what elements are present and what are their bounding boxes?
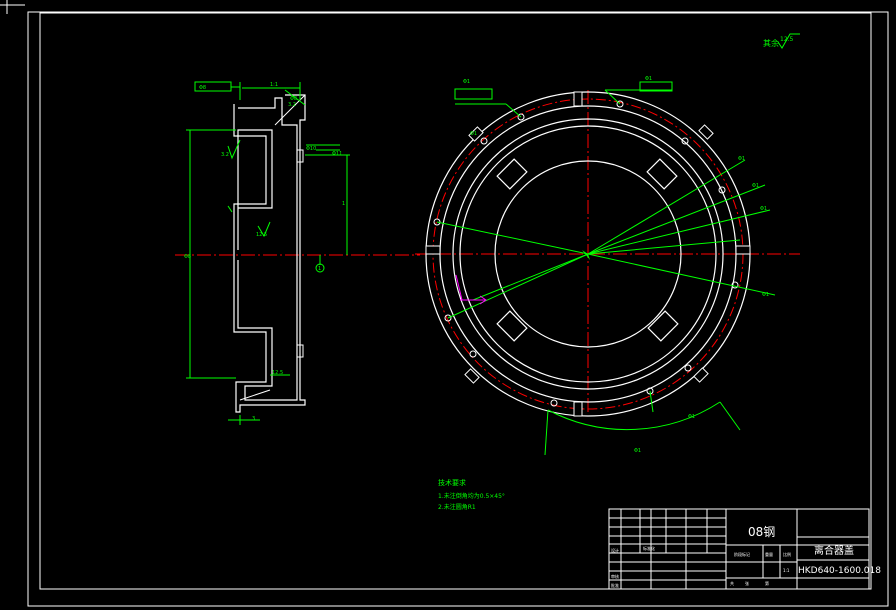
- svg-text:设计: 设计: [611, 547, 619, 553]
- svg-text:审核: 审核: [611, 573, 619, 579]
- svg-text:Φ8: Φ8: [290, 96, 297, 102]
- svg-text:批准: 批准: [611, 582, 619, 588]
- svg-text:Φ1: Φ1: [762, 292, 769, 298]
- svg-text:12.5: 12.5: [256, 232, 267, 238]
- svg-text:3: 3: [252, 416, 255, 422]
- svg-text:12.5: 12.5: [272, 370, 283, 376]
- svg-text:第: 第: [765, 580, 769, 586]
- svg-text:其余: 其余: [763, 38, 779, 48]
- svg-text:Φ10: Φ10: [306, 146, 316, 152]
- svg-text:Φ1: Φ1: [760, 206, 767, 212]
- svg-text:比例: 比例: [783, 551, 791, 557]
- svg-text:1.未注倒角均为0.5×45°: 1.未注倒角均为0.5×45°: [438, 492, 505, 500]
- svg-text:2.未注圆角R1: 2.未注圆角R1: [438, 503, 476, 511]
- svg-text:张: 张: [745, 580, 749, 586]
- plan-view: Φ1 Φ1 Φ1 Φ1 Φ1 Φ1 Φ1 Φ1 Φ1: [415, 76, 800, 456]
- svg-text:1: 1: [318, 266, 321, 272]
- svg-text:Φ1: Φ1: [463, 79, 470, 85]
- drawing-number: HKD640-1600.018: [798, 566, 881, 576]
- part-name: 离合器盖: [814, 544, 854, 557]
- roughness-note: 其余 12.5: [763, 33, 800, 49]
- crosshair-cursor: [0, 0, 25, 14]
- svg-text:技术要求: 技术要求: [438, 478, 466, 487]
- svg-text:标准化: 标准化: [643, 545, 655, 551]
- tech-requirements: 技术要求 1.未注倒角均为0.5×45° 2.未注圆角R1: [438, 478, 505, 511]
- svg-text:Φ1: Φ1: [634, 448, 641, 454]
- svg-text:1:1: 1:1: [270, 82, 278, 88]
- section-view: Φ8 1:1 3.2 3.2 12.5 Φ8 12.5 3 1 1 Φ10 Φ1…: [175, 81, 420, 425]
- svg-text:Φ1: Φ1: [688, 414, 695, 420]
- title-block: [608, 508, 870, 590]
- svg-text:共: 共: [730, 580, 734, 586]
- svg-text:Φ11: Φ11: [332, 151, 342, 157]
- svg-text:3.2: 3.2: [288, 102, 296, 108]
- svg-text:1: 1: [342, 201, 345, 207]
- svg-text:Φ8: Φ8: [184, 254, 191, 260]
- svg-text:Φ8: Φ8: [199, 85, 206, 91]
- svg-text:Φ1: Φ1: [752, 183, 759, 189]
- svg-text:Φ1: Φ1: [738, 156, 745, 162]
- svg-text:阶段标记: 阶段标记: [734, 551, 750, 557]
- svg-text:Φ1: Φ1: [645, 76, 652, 82]
- svg-text:Φ1: Φ1: [470, 131, 477, 137]
- svg-text:3.2: 3.2: [221, 152, 229, 158]
- sheet-border: [27, 11, 889, 607]
- svg-text:重量: 重量: [765, 551, 773, 557]
- material-text: 08钢: [748, 525, 775, 539]
- svg-text:1:1: 1:1: [783, 568, 790, 573]
